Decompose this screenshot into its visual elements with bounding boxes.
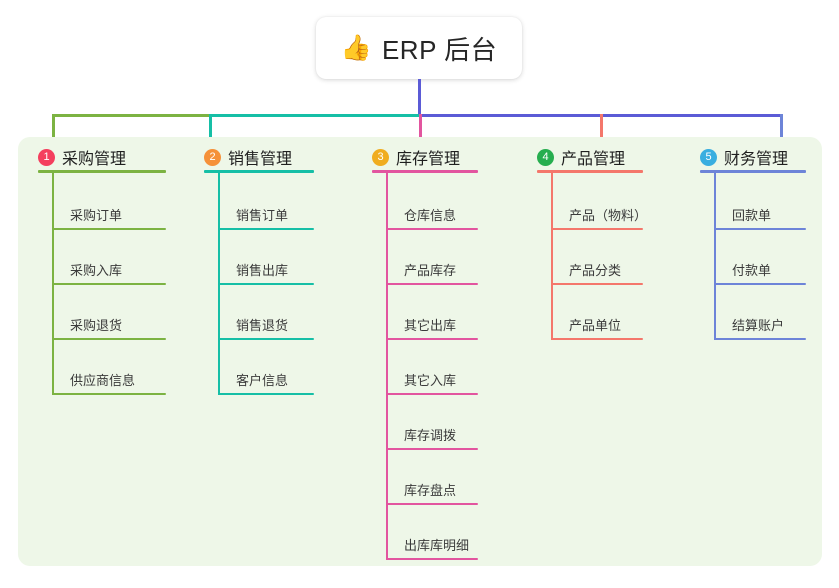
leaf-item[interactable]: 采购退货 (52, 302, 166, 340)
module-underline-2 (204, 170, 314, 173)
leaf-underline (714, 283, 806, 285)
leaf-label: 采购退货 (70, 318, 123, 333)
leaf-label: 销售退货 (236, 318, 289, 333)
leaf-underline (714, 338, 806, 340)
leaf-underline (386, 283, 478, 285)
leaf-label: 供应商信息 (70, 373, 136, 388)
leaf-item[interactable]: 库存调拨 (386, 412, 478, 450)
module-header-3[interactable]: 3 库存管理 (372, 145, 460, 169)
drop-finance (780, 114, 783, 153)
module-header-5[interactable]: 5 财务管理 (700, 145, 788, 169)
leaf-item[interactable]: 其它出库 (386, 302, 478, 340)
leaf-label: 采购订单 (70, 208, 123, 223)
module-badge-2: 2 (204, 148, 221, 166)
module-underline-5 (700, 170, 806, 173)
module-badge-4: 4 (537, 148, 554, 166)
leaf-underline (52, 393, 166, 395)
module-header-4[interactable]: 4 产品管理 (537, 145, 625, 169)
module-title-2: 销售管理 (228, 151, 293, 168)
leaf-underline (551, 283, 643, 285)
root-node[interactable]: 👍 ERP 后台 (316, 17, 522, 79)
leaf-underline (52, 283, 166, 285)
module-underline-3 (372, 170, 478, 173)
thumbs-up-icon: 👍 (340, 33, 372, 62)
leaf-underline (52, 338, 166, 340)
module-header-1[interactable]: 1 采购管理 (38, 145, 126, 169)
leaf-underline (386, 393, 478, 395)
leaf-item[interactable]: 其它入库 (386, 357, 478, 395)
leaf-item[interactable]: 销售订单 (218, 192, 314, 230)
module-title-3: 库存管理 (396, 151, 461, 168)
root-stem (418, 79, 421, 115)
module-spine-4 (551, 173, 553, 340)
leaf-label: 结算账户 (732, 318, 785, 333)
drop-product (600, 114, 603, 153)
module-header-2[interactable]: 2 销售管理 (204, 145, 292, 169)
leaf-label: 出库库明细 (404, 538, 470, 553)
leaf-label: 销售订单 (236, 208, 289, 223)
leaf-underline (386, 558, 478, 560)
leaf-item[interactable]: 采购入库 (52, 247, 166, 285)
leaf-label: 产品单位 (569, 318, 622, 333)
module-title-1: 采购管理 (62, 151, 127, 168)
module-badge-3: 3 (372, 148, 389, 166)
drop-sales (209, 114, 212, 153)
module-badge-5: 5 (700, 148, 717, 166)
leaf-label: 销售出库 (236, 263, 289, 278)
leaf-underline (386, 448, 478, 450)
leaf-item[interactable]: 出库库明细 (386, 522, 478, 560)
module-underline-1 (38, 170, 166, 173)
leaf-label: 付款单 (732, 263, 772, 278)
leaf-item[interactable]: 客户信息 (218, 357, 314, 395)
leaf-label: 其它入库 (404, 373, 457, 388)
leaf-item[interactable]: 供应商信息 (52, 357, 166, 395)
leaf-item[interactable]: 结算账户 (714, 302, 806, 340)
leaf-label: 库存盘点 (404, 483, 457, 498)
leaf-item[interactable]: 回款单 (714, 192, 806, 230)
leaf-label: 库存调拨 (404, 428, 457, 443)
drop-purchase (52, 114, 55, 153)
leaf-item[interactable]: 产品分类 (551, 247, 643, 285)
leaf-label: 产品分类 (569, 263, 622, 278)
leaf-item[interactable]: 库存盘点 (386, 467, 478, 505)
leaf-underline (386, 338, 478, 340)
leaf-item[interactable]: 产品单位 (551, 302, 643, 340)
leaf-label: 仓库信息 (404, 208, 457, 223)
leaf-item[interactable]: 销售出库 (218, 247, 314, 285)
module-title-5: 财务管理 (724, 151, 789, 168)
leaf-label: 其它出库 (404, 318, 457, 333)
leaf-underline (218, 228, 314, 230)
leaf-underline (218, 338, 314, 340)
leaf-underline (386, 228, 478, 230)
module-title-4: 产品管理 (561, 151, 626, 168)
module-badge-1: 1 (38, 148, 55, 166)
leaf-underline (714, 228, 806, 230)
bus-teal (209, 114, 419, 117)
leaf-underline (218, 393, 314, 395)
root-title: ERP 后台 (381, 34, 498, 65)
module-spine-5 (714, 173, 716, 340)
leaf-underline (551, 228, 643, 230)
leaf-label: 采购入库 (70, 263, 123, 278)
module-spine-3 (386, 173, 388, 560)
drop-stock (419, 114, 422, 153)
leaf-underline (386, 503, 478, 505)
leaf-item[interactable]: 销售退货 (218, 302, 314, 340)
modules-panel: 1 采购管理采购订单采购入库采购退货供应商信息 2 销售管理销售订单销售出库销售退货客… (18, 137, 822, 566)
leaf-underline (52, 228, 166, 230)
leaf-item[interactable]: 采购订单 (52, 192, 166, 230)
leaf-item[interactable]: 付款单 (714, 247, 806, 285)
leaf-label: 产品（物料） (569, 208, 648, 223)
module-underline-4 (537, 170, 643, 173)
leaf-item[interactable]: 产品库存 (386, 247, 478, 285)
leaf-underline (218, 283, 314, 285)
leaf-label: 产品库存 (404, 263, 457, 278)
leaf-label: 客户信息 (236, 373, 289, 388)
bus-blue (419, 114, 780, 117)
leaf-item[interactable]: 产品（物料） (551, 192, 647, 230)
leaf-item[interactable]: 仓库信息 (386, 192, 478, 230)
leaf-label: 回款单 (732, 208, 772, 223)
bus-green (52, 114, 209, 117)
leaf-underline (551, 338, 643, 340)
